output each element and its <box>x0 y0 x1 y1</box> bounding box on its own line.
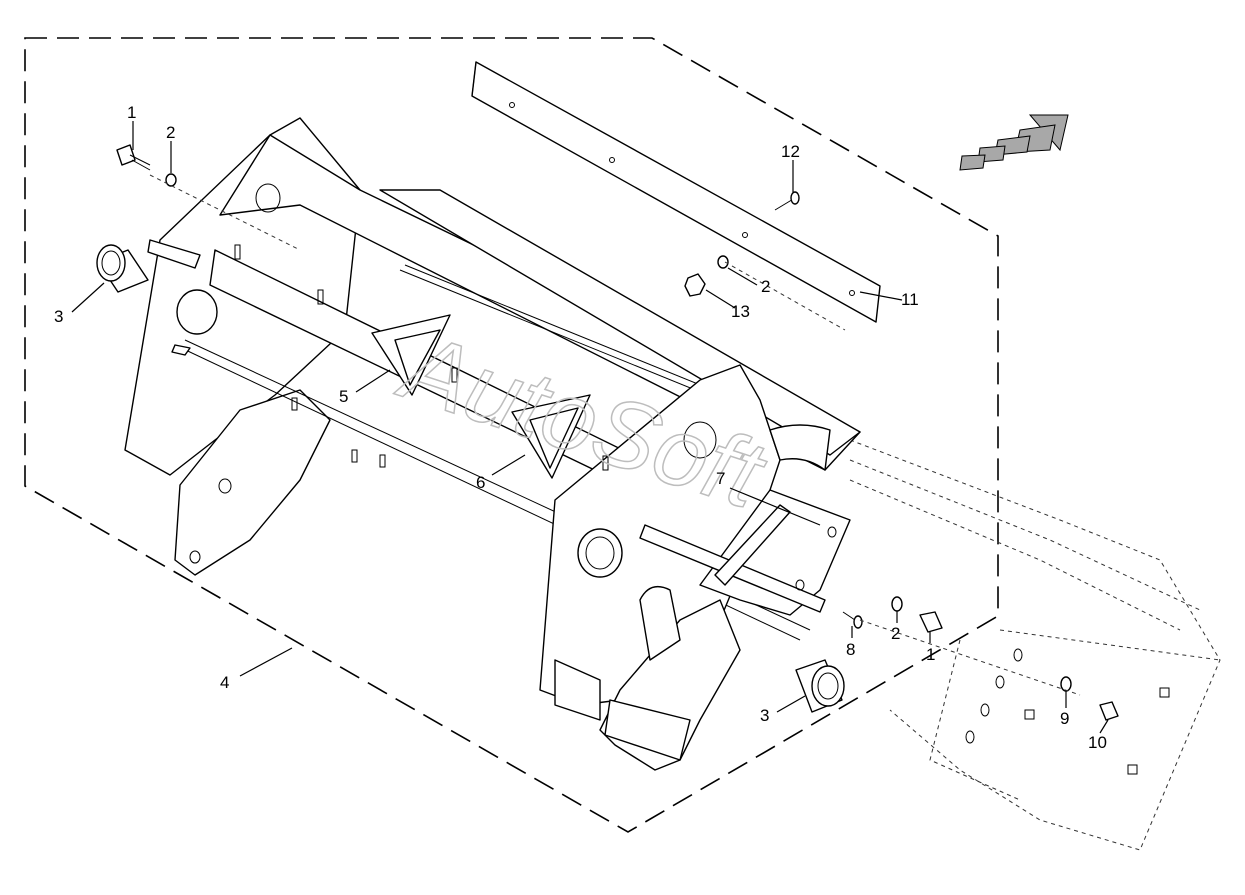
callout-5: 5 <box>339 387 348 406</box>
callout-13: 13 <box>731 302 750 321</box>
callout-6: 6 <box>476 473 485 492</box>
bracket-7 <box>639 489 851 616</box>
washer-2-mid <box>717 255 729 269</box>
bushing-left <box>96 244 149 293</box>
bolt-1-low <box>919 611 943 633</box>
callout-3-left: 3 <box>54 307 63 326</box>
callout-2-low: 2 <box>891 624 900 643</box>
callout-1-low: 1 <box>926 645 935 664</box>
screw-12 <box>774 191 800 211</box>
direction-arrow-icon <box>959 114 1069 171</box>
callout-2-mid: 2 <box>761 277 770 296</box>
leader-lines <box>71 121 1109 734</box>
callout-2-top: 2 <box>166 123 175 142</box>
assembly-boundary <box>24 37 999 833</box>
callout-1-top: 1 <box>127 103 136 122</box>
callout-11: 11 <box>901 290 919 309</box>
callout-9: 9 <box>1060 709 1069 728</box>
washer-2-low <box>891 596 903 612</box>
bolt-1-top <box>116 144 151 171</box>
gusset-5 <box>371 314 451 396</box>
gusset-6 <box>511 394 591 479</box>
callouts: 1 2 3 4 5 6 7 12 2 13 11 8 2 1 3 9 10 <box>54 103 1107 752</box>
ghost-bracket-outline <box>849 439 1221 851</box>
washer-2-top <box>165 173 177 187</box>
washer-9 <box>1060 676 1072 692</box>
bushing-right <box>795 659 845 713</box>
callout-4: 4 <box>220 673 229 692</box>
callout-3-right: 3 <box>760 706 769 725</box>
cover-plate <box>471 61 881 323</box>
callout-8: 8 <box>846 640 855 659</box>
bolt-8 <box>842 611 863 629</box>
bolt-10 <box>1099 701 1119 721</box>
callout-10: 10 <box>1088 733 1107 752</box>
callout-7: 7 <box>716 469 725 488</box>
nut-13 <box>684 273 706 297</box>
callout-12: 12 <box>781 142 800 161</box>
